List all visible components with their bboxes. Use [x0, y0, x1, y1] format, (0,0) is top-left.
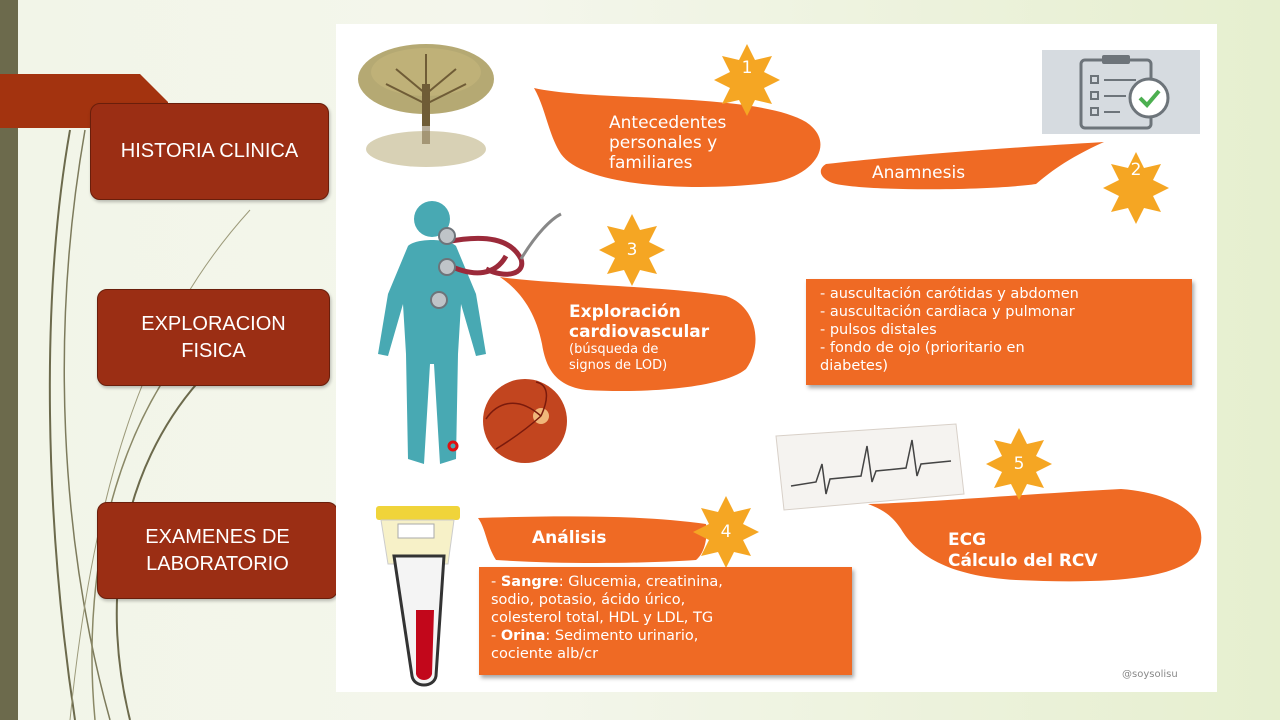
analisis-title: Análisis: [532, 528, 607, 548]
exploracion-sub-line2: signos de LOD): [569, 358, 668, 373]
antecedentes-line2: personales y: [609, 133, 718, 153]
anamnesis-text: Anamnesis: [872, 163, 966, 183]
left-accent-bar: [0, 0, 18, 720]
historia-clinica-button[interactable]: HISTORIA CLINICA: [90, 103, 329, 200]
exploracion-item: - fondo de ojo (prioritario en: [820, 340, 1025, 356]
exploracion-label-line1: EXPLORACION: [141, 312, 286, 335]
exploracion-item: diabetes): [820, 358, 889, 374]
exploracion-sub-line1: (búsqueda de: [569, 342, 659, 357]
infographic-graphics: [358, 44, 1202, 687]
stethoscope-icon: [430, 212, 562, 452]
exploracion-title-line2: cardiovascular: [569, 322, 710, 342]
ecg-line1: ECG: [948, 530, 987, 550]
blood-tube-icon: [392, 554, 446, 687]
analisis-details-box: - Sangre: Glucemia, creatinina, sodio, p…: [479, 567, 852, 675]
step-number-2: 2: [1130, 160, 1142, 180]
tree-icon: [358, 44, 494, 167]
ecg-strip-icon: [775, 423, 965, 511]
exploracion-item: - auscultación cardiaca y pulmonar: [820, 304, 1075, 320]
retina-icon: [483, 379, 567, 463]
ecg-text: ECG Cálculo del RCV: [948, 530, 1098, 572]
examenes-label-line1: EXAMENES DE: [145, 525, 290, 548]
step-number-4: 4: [720, 522, 732, 542]
examenes-label-line2: LABORATORIO: [146, 552, 289, 575]
ecg-line2: Cálculo del RCV: [948, 551, 1098, 571]
sangre-text: : Glucemia, creatinina,: [558, 574, 723, 590]
exploracion-details-box: - auscultación carótidas y abdomen - aus…: [806, 279, 1192, 385]
exploracion-title-line1: Exploración: [569, 302, 681, 322]
checklist-icon: [1042, 50, 1200, 134]
analisis-line2: sodio, potasio, ácido úrico,: [491, 592, 686, 608]
historia-clinica-label: HISTORIA CLINICA: [120, 140, 299, 162]
analisis-line1: - Sangre: Glucemia, creatinina,: [491, 574, 723, 590]
exploracion-item: - pulsos distales: [820, 322, 937, 338]
step-number-5: 5: [1013, 454, 1025, 474]
human-body-icon: [378, 201, 486, 464]
antecedentes-line1: Antecedentes: [609, 113, 727, 133]
orina-label: Orina: [500, 628, 546, 644]
credit-text: @soysolisu: [1122, 669, 1178, 680]
orina-text: : Sedimento urinario,: [545, 628, 699, 644]
step-number-3: 3: [626, 240, 638, 260]
antecedentes-text: Antecedentes personales y familiares: [609, 113, 726, 173]
urine-container-icon: [376, 506, 460, 565]
exploracion-fisica-button[interactable]: EXPLORACION FISICA: [97, 289, 330, 386]
exploracion-text: Exploración cardiovascular (búsqueda de …: [569, 302, 709, 374]
examenes-laboratorio-button[interactable]: EXAMENES DE LABORATORIO: [97, 502, 338, 599]
analisis-line5: cociente alb/cr: [491, 646, 599, 662]
analisis-line3: colesterol total, HDL y LDL, TG: [491, 610, 714, 626]
step-stars: [599, 44, 1169, 568]
analisis-line4: - Orina: Sedimento urinario,: [491, 628, 699, 644]
sangre-label: Sangre: [500, 574, 559, 590]
step-number-1: 1: [741, 58, 753, 78]
exploracion-item: - auscultación carótidas y abdomen: [820, 286, 1079, 302]
exploracion-label-line2: FISICA: [181, 339, 246, 362]
infographic-panel: 1 2 3 4 5 Antecedentes personales y fami…: [336, 24, 1217, 692]
antecedentes-line3: familiares: [609, 153, 693, 173]
